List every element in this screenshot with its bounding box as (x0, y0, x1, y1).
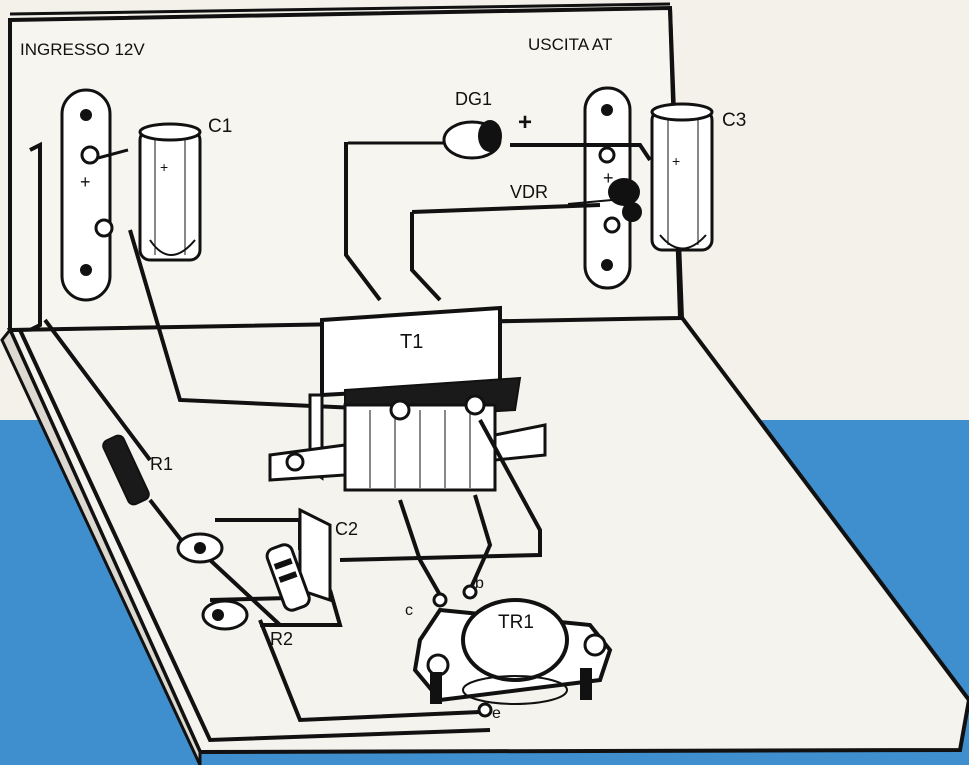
chassis-base-edge (0, 327, 202, 765)
back-panel-wiring (29, 141, 652, 412)
label-dg1: DG1 (455, 89, 492, 109)
label-output: USCITA AT (528, 35, 612, 54)
terminal-lugs (176, 532, 249, 631)
label-plus-right: + (603, 168, 614, 188)
label-pin-e: e (492, 705, 501, 722)
label-vdr: VDR (510, 182, 548, 202)
label-plus-c3: + (672, 153, 680, 169)
back-panel-top-fold (9, 2, 671, 16)
label-c1: C1 (208, 116, 232, 137)
label-c3: C3 (722, 110, 746, 131)
capacitor-c3 (650, 102, 714, 252)
resistor-r1 (102, 434, 150, 506)
transformer-t1 (268, 305, 547, 492)
label-plus-left: + (80, 172, 91, 192)
label-tr1: TR1 (498, 612, 534, 633)
resistor-r2 (265, 543, 311, 612)
label-input: INGRESSO 12V (20, 40, 145, 59)
label-pin-c: c (405, 602, 413, 619)
capacitor-c2 (298, 507, 332, 603)
transistor-tr1 (412, 584, 613, 718)
vdr-component (567, 178, 642, 222)
diode-dg1 (348, 120, 502, 160)
label-plus-c1: + (160, 159, 168, 175)
label-pin-b: b (475, 575, 484, 592)
terminal-strip-left (60, 88, 129, 302)
capacitor-c1 (138, 122, 202, 262)
label-r2: R2 (270, 629, 293, 649)
terminal-strip-right (583, 86, 632, 290)
label-plus-dg1: + (518, 109, 532, 136)
label-r1: R1 (150, 454, 173, 474)
label-t1: T1 (400, 331, 423, 353)
label-c2: C2 (335, 519, 358, 539)
